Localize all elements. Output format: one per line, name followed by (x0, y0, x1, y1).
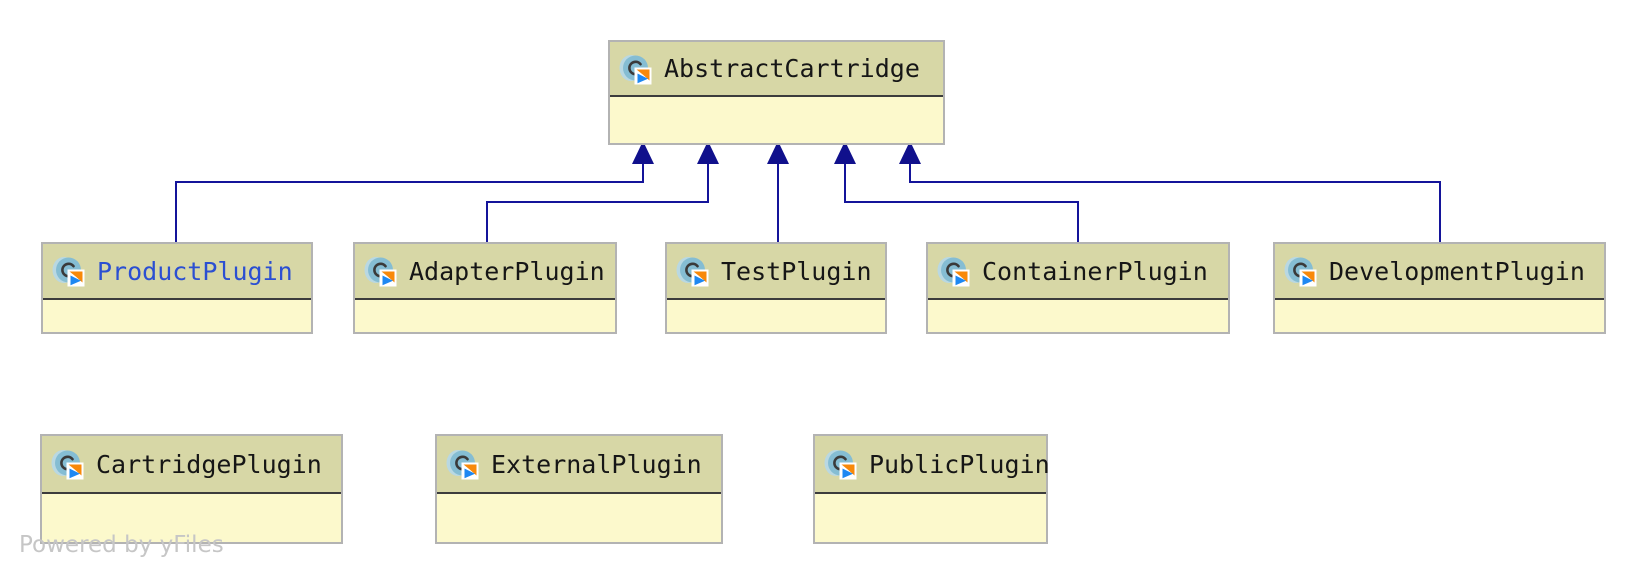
class-node-public-plugin[interactable]: PublicPlugin (813, 434, 1050, 544)
class-icon (619, 52, 653, 86)
class-attributes-compartment (667, 298, 885, 332)
class-header: ExternalPlugin (437, 436, 721, 492)
inheritance-edge-adapter-plugin[interactable] (486, 141, 719, 242)
class-header: DevelopmentPlugin (1275, 244, 1604, 298)
class-name: ContainerPlugin (982, 256, 1208, 286)
class-header: AdapterPlugin (355, 244, 615, 298)
class-attributes-compartment (815, 492, 1046, 542)
class-header: ContainerPlugin (928, 244, 1228, 298)
class-header: AbstractCartridge (610, 42, 943, 95)
class-attributes-compartment (437, 492, 721, 542)
class-node-adapter-plugin[interactable]: AdapterPlugin (353, 242, 617, 334)
class-name: ExternalPlugin (491, 449, 702, 479)
class-icon (446, 447, 480, 481)
class-node-cartridge-plugin[interactable]: CartridgePlugin (40, 434, 343, 544)
class-icon (52, 254, 86, 288)
class-name: ProductPlugin (97, 256, 293, 286)
class-icon (824, 447, 858, 481)
class-attributes-compartment (42, 492, 341, 542)
class-icon (1284, 254, 1318, 288)
class-node-test-plugin[interactable]: TestPlugin (665, 242, 887, 334)
class-node-development-plugin[interactable]: DevelopmentPlugin (1273, 242, 1606, 334)
class-header: PublicPlugin (815, 436, 1050, 492)
inheritance-edge-product-plugin[interactable] (175, 141, 654, 242)
class-icon (676, 254, 710, 288)
class-attributes-compartment (1275, 298, 1604, 332)
class-attributes-compartment (43, 298, 311, 332)
class-name: TestPlugin (721, 256, 872, 286)
class-name: AbstractCartridge (664, 54, 920, 83)
class-name: CartridgePlugin (96, 449, 322, 479)
class-node-product-plugin[interactable]: ProductPlugin (41, 242, 313, 334)
inheritance-edge-test-plugin[interactable] (767, 141, 789, 242)
class-name: AdapterPlugin (409, 256, 605, 286)
class-icon (51, 447, 85, 481)
inheritance-edge-container-plugin[interactable] (834, 141, 1079, 242)
class-icon (937, 254, 971, 288)
class-node-container-plugin[interactable]: ContainerPlugin (926, 242, 1230, 334)
class-attributes-compartment (610, 95, 943, 143)
inheritance-edge-development-plugin[interactable] (899, 141, 1441, 242)
class-name: DevelopmentPlugin (1329, 256, 1585, 286)
class-header: ProductPlugin (43, 244, 311, 298)
class-attributes-compartment (928, 298, 1228, 332)
class-name: PublicPlugin (869, 449, 1050, 479)
class-header: TestPlugin (667, 244, 885, 298)
yfiles-watermark-link[interactable]: Powered by yFiles (19, 532, 224, 558)
class-header: CartridgePlugin (42, 436, 341, 492)
class-icon (364, 254, 398, 288)
class-node-abstract-cartridge[interactable]: AbstractCartridge (608, 40, 945, 145)
class-attributes-compartment (355, 298, 615, 332)
class-node-external-plugin[interactable]: ExternalPlugin (435, 434, 723, 544)
